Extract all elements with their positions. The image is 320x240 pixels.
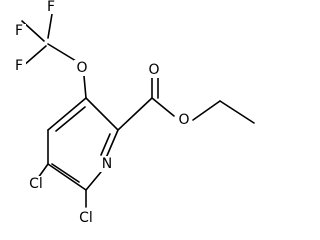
- bond-carbonyl-ester-oxygen: [151, 97, 175, 117]
- bond-c2-carbonyl: [117, 97, 153, 131]
- bond-ring-c3-c2: [85, 97, 119, 131]
- bond-ring-n-c6: [85, 171, 102, 191]
- fluorine-label-2: F: [47, 0, 55, 15]
- bond-f2-cf3: [47, 13, 53, 39]
- molecule-structure-diagram: F F F O O O N Cl Cl: [12, 0, 255, 226]
- ester-oxygen-label: O: [178, 112, 189, 128]
- chlorine-label-upper: Cl: [29, 176, 43, 192]
- bond-f3-cf3: [22, 45, 47, 67]
- bond-ring-c6-c5: [47, 163, 87, 191]
- carbonyl-oxygen-label: O: [148, 62, 159, 78]
- pyridine-nitrogen-label: N: [102, 156, 112, 172]
- bond-ring-c5-c6-inner: [51, 163, 80, 183]
- bond-oxygen-ring: [83, 75, 87, 99]
- bond-ring-c2-n: [105, 129, 119, 159]
- ether-oxygen-label: O: [76, 60, 87, 76]
- bond-ring-c2-n-inner: [100, 133, 111, 156]
- fluorine-label-3: F: [15, 58, 23, 74]
- bond-c5-cl: [37, 163, 49, 179]
- bond-ester-oxygen-ch2: [192, 100, 221, 121]
- chlorine-label-lower: Cl: [79, 210, 93, 226]
- atom-label-layer: F F F O O O N Cl Cl: [12, 0, 192, 226]
- bond-ch2-ch3: [219, 100, 255, 124]
- bond-cf3-oxygen: [47, 43, 77, 62]
- bond-ring-c4-c3: [47, 97, 87, 131]
- bond-ring-c4-c3-inner: [55, 106, 86, 132]
- bond-layer: [21, 13, 255, 208]
- fluorine-label-1: F: [15, 23, 23, 39]
